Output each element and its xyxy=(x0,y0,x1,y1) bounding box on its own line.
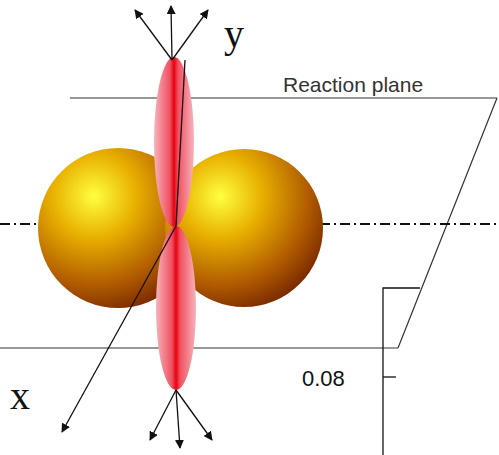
tick-label: 0.08 xyxy=(302,366,345,392)
overlap-region xyxy=(154,57,194,227)
y-axis xyxy=(176,60,185,226)
axis-label: x xyxy=(10,372,30,419)
emission-arrows xyxy=(62,6,212,448)
axis-label: y xyxy=(224,10,244,57)
plane-label: Reaction plane xyxy=(283,73,423,97)
chart-frame xyxy=(383,288,420,455)
